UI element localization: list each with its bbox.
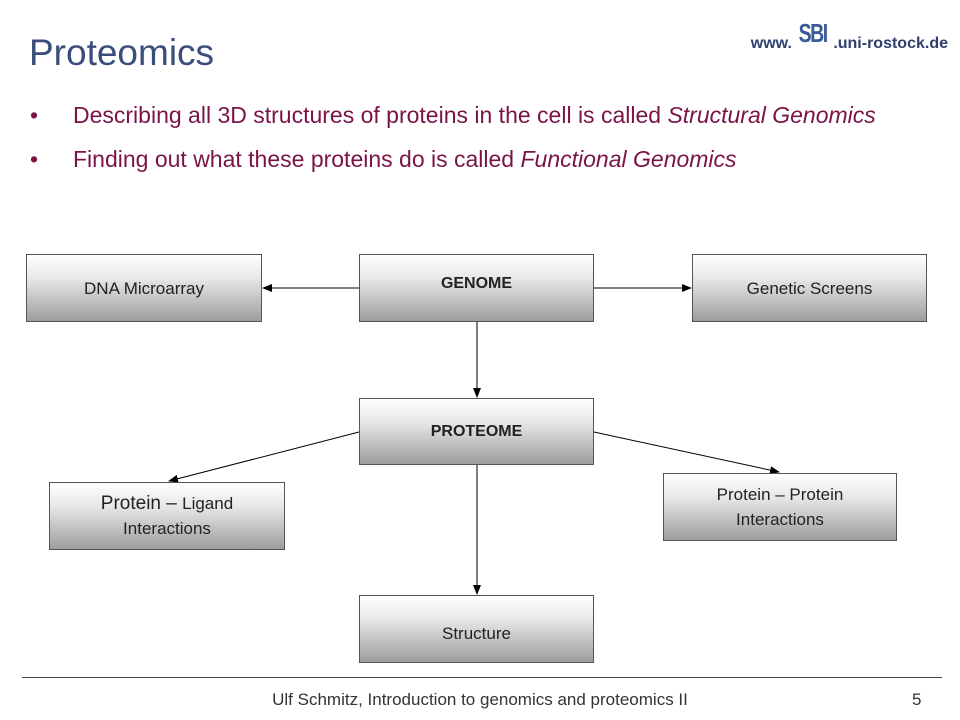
node-protein-ligand-interactions: Protein – Ligand Interactions — [49, 482, 285, 550]
bullet-item: • Finding out what these proteins do is … — [30, 143, 910, 175]
node-label-line2: Interactions — [736, 510, 824, 529]
node-label-line1: Protein – Ligand — [101, 491, 233, 516]
bullet-emphasis: Structural Genomics — [667, 102, 876, 128]
node-label-line1: Protein – Protein — [716, 485, 844, 504]
node-label-line2: Interactions — [123, 519, 211, 538]
bullet-text: Describing all 3D structures of proteins… — [73, 102, 668, 128]
node-proteome: PROTEOME — [359, 398, 594, 465]
node-label-part: Protein – — [100, 493, 183, 514]
arrow-proteome-to-protein-ligand — [168, 431, 360, 483]
node-label: Genetic Screens — [746, 278, 873, 298]
node-label: PROTEOME — [430, 423, 523, 440]
page-number: 5 — [912, 690, 922, 709]
node-genome: GENOME — [359, 254, 594, 322]
node-genetic-screens: Genetic Screens — [692, 254, 927, 322]
footer-text: Ulf Schmitz, Introduction to genomics an… — [272, 690, 688, 709]
bullet-item: • Describing all 3D structures of protei… — [30, 99, 910, 131]
bullet-emphasis: Functional Genomics — [520, 146, 737, 172]
node-label: Structure — [442, 623, 511, 643]
node-protein-protein-interactions: Protein – Protein Interactions — [663, 473, 897, 541]
site-logo: www. SBI .uni-rostock.de — [750, 18, 948, 53]
footer-divider — [22, 677, 942, 678]
logo-prefix: www. — [750, 35, 792, 52]
bullet-marker: • — [30, 102, 39, 128]
slide-title: Proteomics — [29, 32, 215, 73]
node-label: GENOME — [440, 274, 513, 292]
bullet-text: Finding out what these proteins do is ca… — [73, 146, 521, 172]
node-label-part: Ligand — [182, 494, 234, 513]
sbi-logo-icon: SBI — [798, 18, 829, 48]
node-dna-microarray: DNA Microarray — [26, 254, 262, 322]
node-label: DNA Microarray — [84, 278, 204, 298]
bullet-list: • Describing all 3D structures of protei… — [30, 99, 910, 187]
node-structure: Structure — [359, 595, 594, 663]
bullet-marker: • — [30, 146, 39, 172]
arrow-proteome-to-protein-protein — [593, 431, 780, 475]
logo-suffix: .uni-rostock.de — [833, 35, 948, 52]
